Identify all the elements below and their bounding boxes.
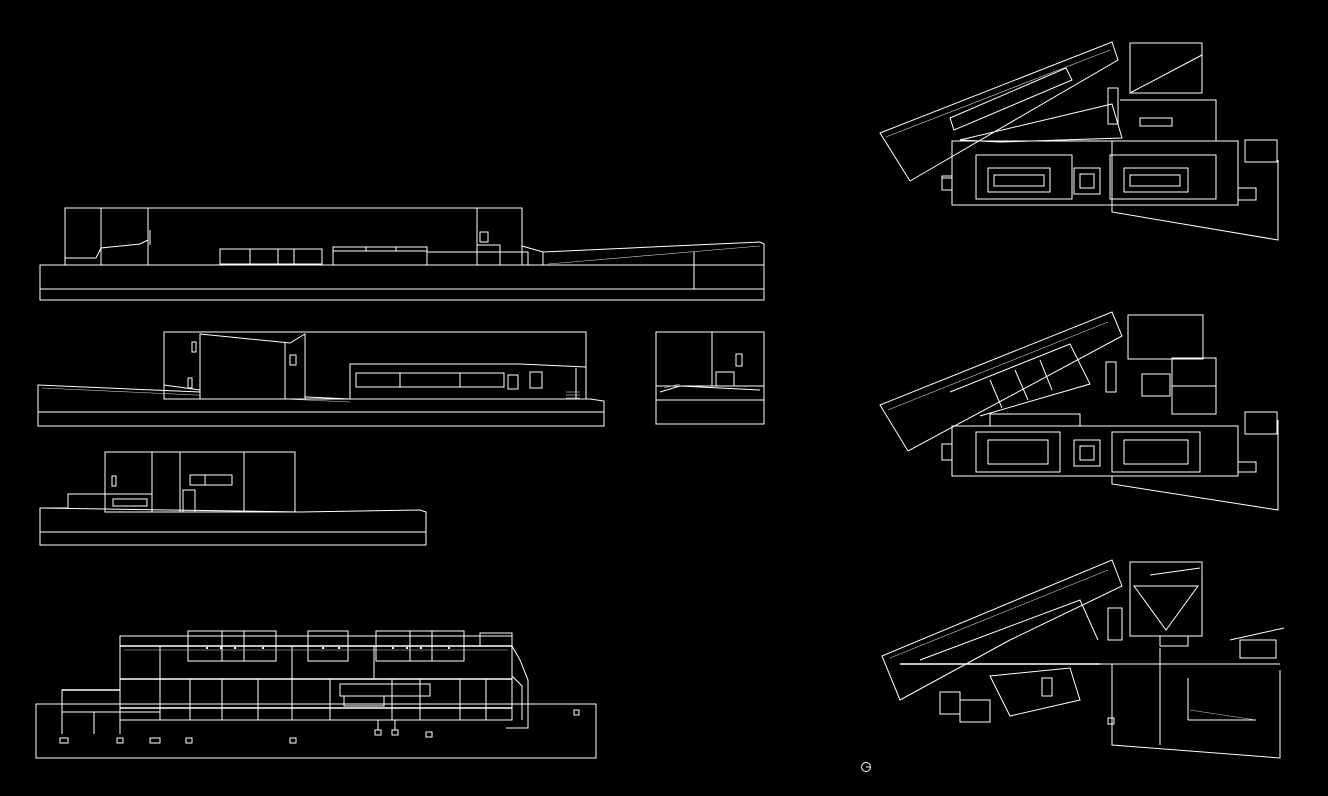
elevation-2 xyxy=(37,331,605,427)
north-arrow-icon xyxy=(861,762,871,772)
elevation-4 xyxy=(39,451,427,546)
plan-upper xyxy=(879,41,1279,241)
plan-ground xyxy=(881,559,1285,759)
plan-middle xyxy=(879,311,1279,511)
elevation-1 xyxy=(39,207,765,301)
section-1 xyxy=(35,630,597,759)
elevation-3-small xyxy=(655,331,765,425)
